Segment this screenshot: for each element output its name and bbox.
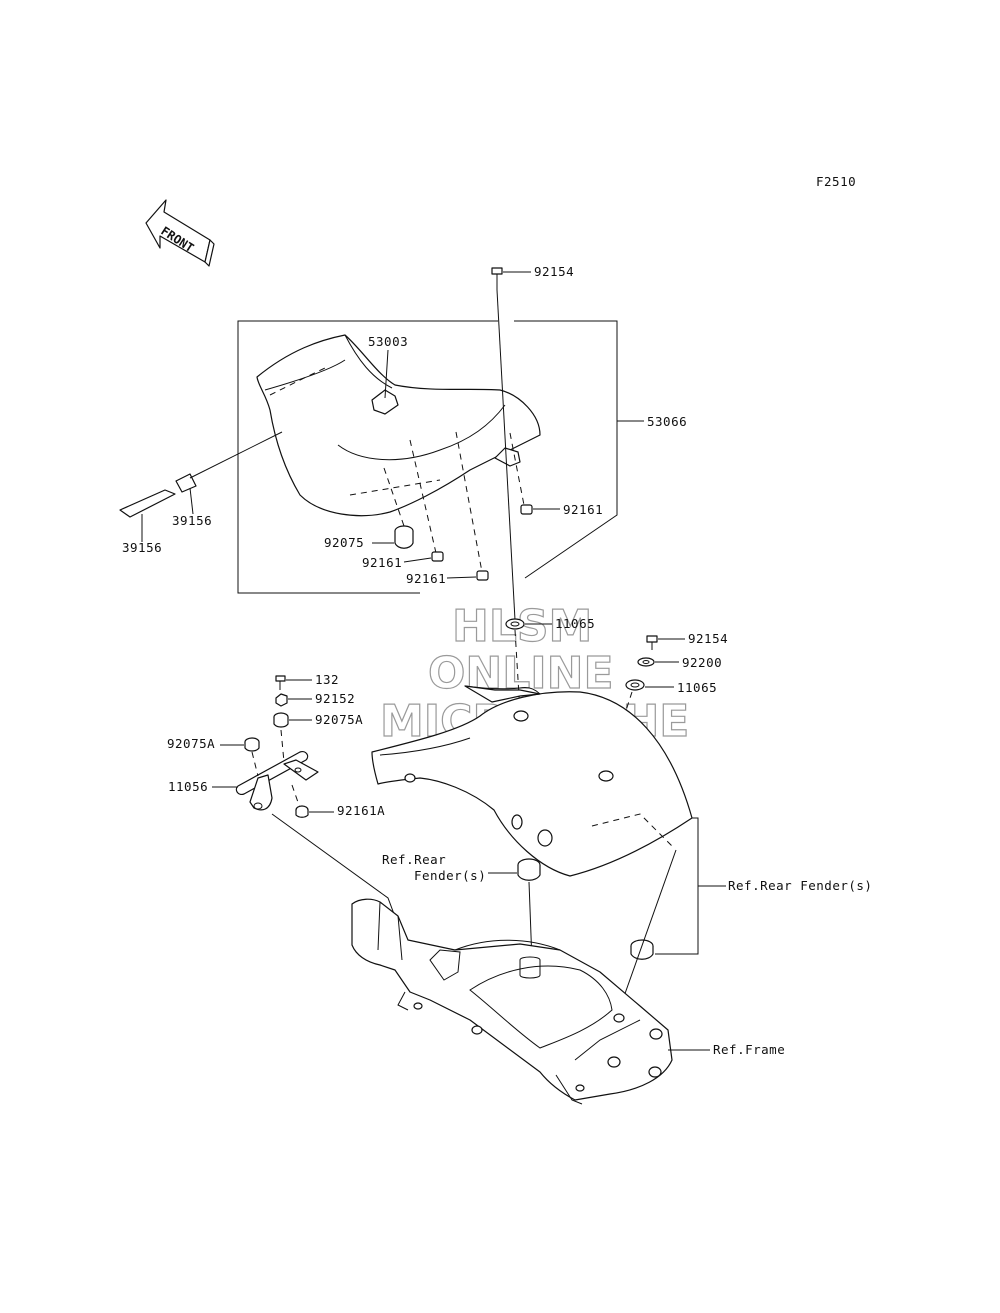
damper-a-left	[244, 737, 260, 752]
damper-92161-mid	[431, 551, 444, 562]
seat	[256, 334, 541, 573]
washer-right	[637, 657, 655, 667]
damper-92161-low	[476, 570, 489, 581]
nut-small	[275, 693, 288, 707]
washer-right-label: 92200	[682, 655, 722, 670]
strap-upper-label: 39156	[172, 513, 212, 528]
bracket	[235, 729, 319, 811]
collar-right-label: 11065	[677, 680, 717, 695]
bracket-label: 11056	[168, 779, 208, 794]
damper-mid-label: 92161	[362, 555, 402, 570]
front-arrow-icon: FRONT	[145, 199, 215, 267]
strap-lower-label: 39156	[122, 540, 162, 555]
damper-a-right-label: 92075A	[315, 712, 363, 727]
ref-rear-fender-left-line2: Fender(s)	[414, 868, 486, 883]
damper-a-bottom	[295, 805, 309, 818]
fender-damper-left	[517, 858, 541, 881]
seat-assy-label: 53066	[647, 414, 687, 429]
damper-92075	[394, 525, 414, 549]
damper-a-bottom-label: 92161A	[337, 803, 385, 818]
figure-code: F2510	[816, 174, 856, 189]
bolt-small-label: 132	[315, 672, 339, 687]
fender-damper-right	[630, 939, 654, 960]
seat-strap	[119, 431, 283, 542]
damper-right-label: 92161	[563, 502, 603, 517]
frame	[351, 898, 673, 1105]
nut-small-label: 92152	[315, 691, 355, 706]
damper-a-left-label: 92075A	[167, 736, 215, 751]
seat-emblem-label: 53003	[368, 334, 408, 349]
bolt-right	[646, 635, 658, 650]
seat-assembly-box	[237, 320, 644, 594]
damper-a-right	[273, 712, 289, 728]
bolt-top-label: 92154	[534, 264, 574, 279]
ref-rear-fender-right-label: Ref.Rear Fender(s)	[728, 878, 872, 893]
ref-frame-label: Ref.Frame	[713, 1042, 785, 1057]
rear-fender	[371, 685, 693, 877]
damper-92161-right	[520, 504, 533, 515]
bolt-top	[491, 267, 503, 290]
bolt-right-label: 92154	[688, 631, 728, 646]
collar-center-label: 11065	[555, 616, 595, 631]
collar-center	[505, 618, 525, 630]
ref-rear-fender-left-line1: Ref.Rear	[382, 852, 446, 867]
damper-left-label: 92075	[324, 535, 364, 550]
bolt-small	[275, 675, 286, 690]
damper-low-label: 92161	[406, 571, 446, 586]
collar-right	[625, 679, 645, 691]
